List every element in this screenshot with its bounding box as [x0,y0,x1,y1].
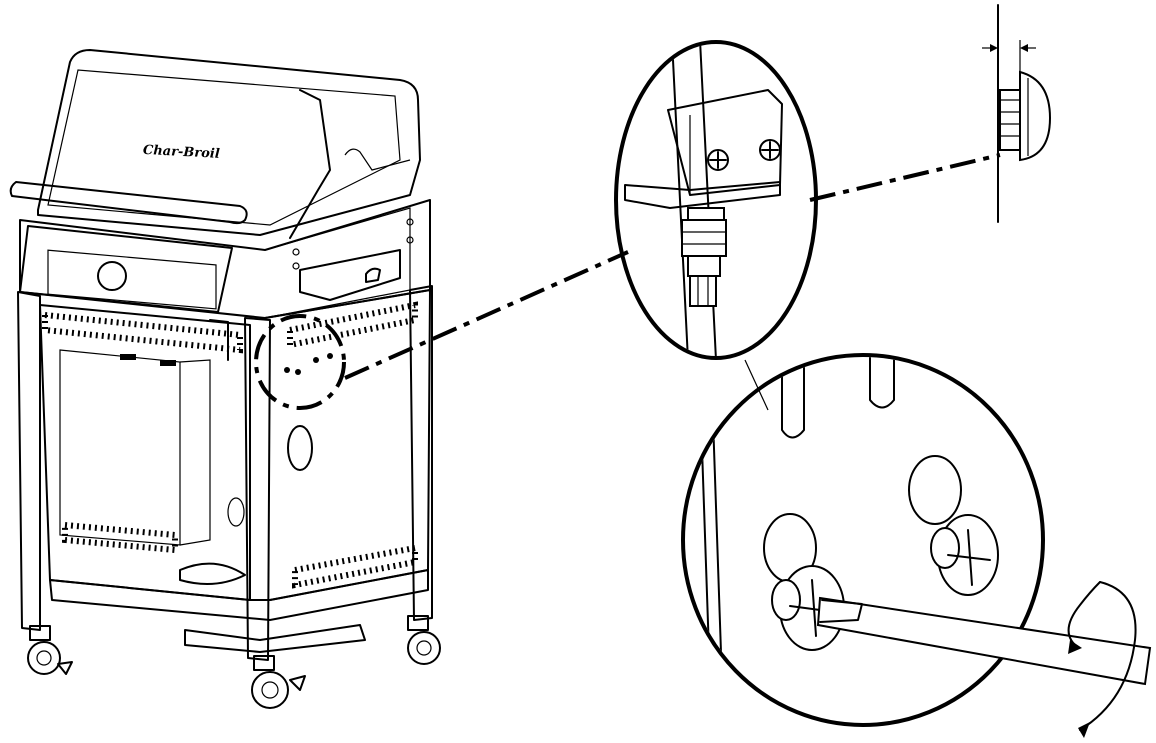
screw-icon [771,514,999,651]
screw-icon [707,139,781,171]
spacing-detail [982,4,1052,223]
leader-line-2 [809,153,1001,202]
leader-line-3 [744,359,769,411]
callout-region [254,314,346,410]
grill-icon: Char-Broil [9,49,441,709]
rotation-arrow-icon [1067,581,1137,738]
screw-icon [999,70,1052,162]
detail-hose-fitting [614,40,818,360]
hose-fitting-icon [681,207,727,307]
brand-logo: Char-Broil [143,143,221,162]
detail-screwdriver [681,353,1152,738]
leader-line-1 [344,250,629,380]
screwdriver-icon [816,596,1152,686]
dimension-arrow-icon [982,44,1036,52]
